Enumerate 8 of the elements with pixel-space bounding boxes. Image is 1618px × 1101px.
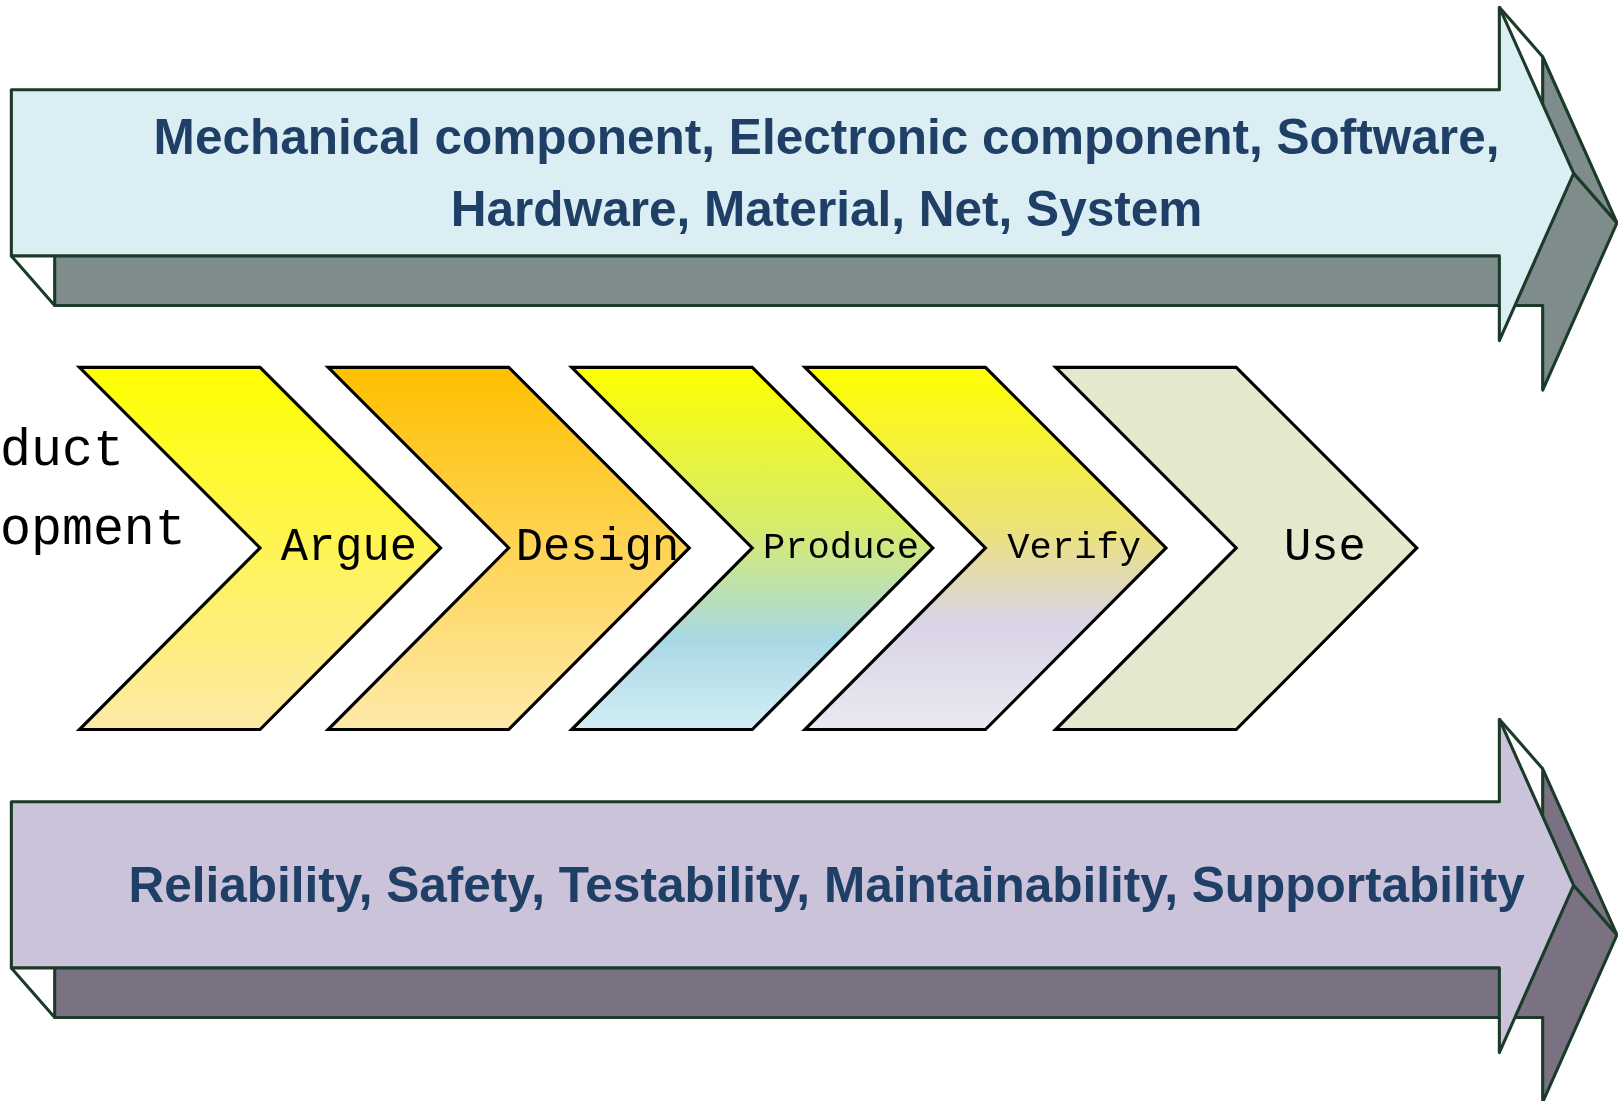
banner-text: Mechanical component, Electronic component, Software, Hardware, Material, Net, System	[152, 107, 1501, 238]
step-label: Argue	[279, 521, 418, 576]
cut-off-caption: duct opment	[0, 421, 187, 562]
banner-text: Reliability, Safety, Testability, Maintainability, Supportability	[127, 856, 1526, 914]
step-label: Verify	[1006, 525, 1143, 572]
step-label: Design	[514, 521, 681, 576]
step-label: Use	[1283, 521, 1367, 576]
step-label: Produce	[761, 525, 920, 572]
